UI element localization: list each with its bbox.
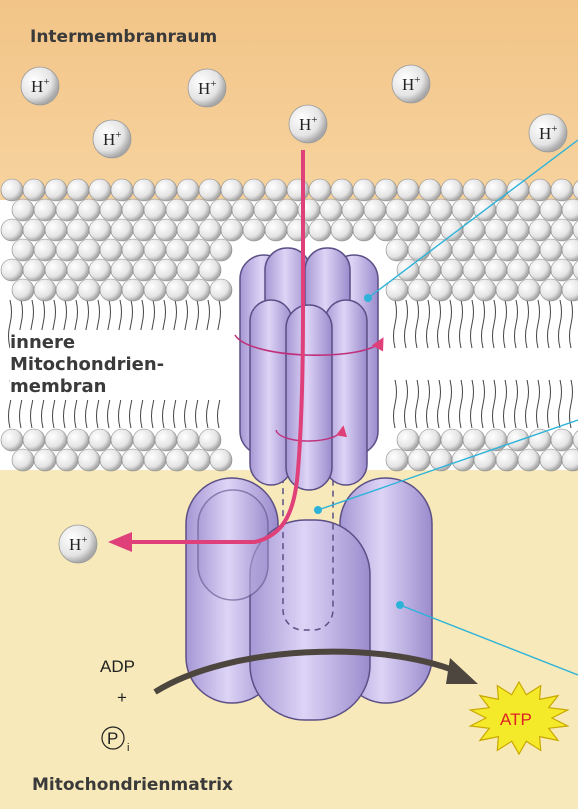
proton-icon: H+: [529, 114, 567, 152]
proton-icon: H+: [289, 105, 327, 143]
adp-label: ADP: [100, 657, 135, 676]
pointer-dot: [364, 294, 372, 302]
proton-icon: H+: [59, 525, 97, 563]
inner-membrane-label-line2: Mitochondrien-: [10, 354, 230, 376]
phosphate-subscript: i: [127, 742, 129, 754]
matrix-label: Mitochondrienmatrix: [32, 775, 233, 795]
proton-icon: H+: [21, 67, 59, 105]
proton-icon: H+: [188, 69, 226, 107]
pointer-dot: [314, 506, 322, 514]
atp-label: ATP: [500, 710, 532, 729]
inner-membrane-label: innere Mitochondrien- membran: [10, 330, 230, 400]
pointer-dot: [396, 601, 404, 609]
plus-sign: +: [117, 688, 127, 707]
phosphate-label: P: [107, 729, 118, 748]
proton-icon: H+: [93, 120, 131, 158]
proton-icon: H+: [392, 65, 430, 103]
inner-membrane-label-line3: membran: [10, 376, 230, 398]
inner-membrane-label-line1: innere: [10, 332, 230, 354]
fo-rotor-ring: [240, 248, 378, 490]
intermembrane-space-label: Intermembranraum: [30, 27, 217, 47]
